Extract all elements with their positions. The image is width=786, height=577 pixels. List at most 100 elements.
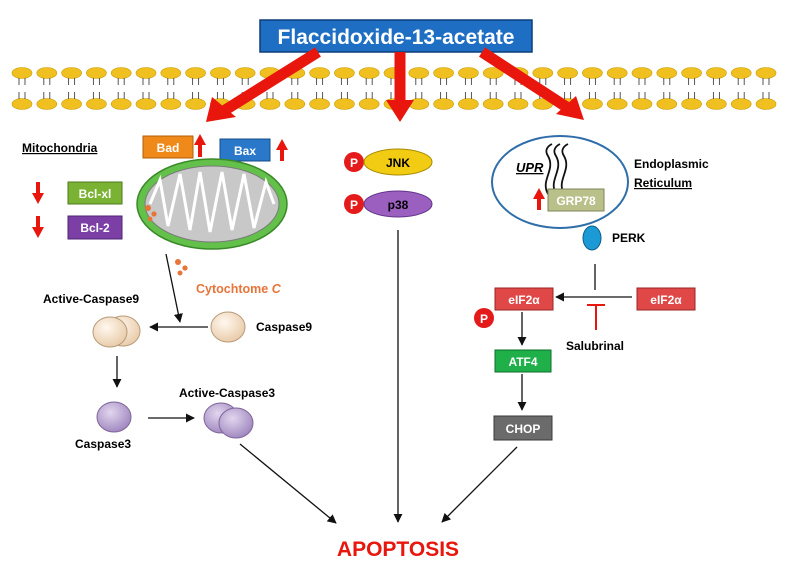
caspase3-to-apoptosis-arrow	[239, 443, 337, 524]
down-arrow-icon	[32, 182, 44, 204]
lipid-head	[681, 67, 702, 79]
lipid-head	[730, 98, 752, 110]
lipid-head	[358, 98, 380, 110]
drug-title-box: Flaccidoxide-13-acetate	[259, 19, 533, 53]
caspase3-icon	[96, 401, 132, 433]
lipid-head	[730, 67, 752, 79]
svg-text:P: P	[350, 156, 358, 170]
atf4-label: ATF4	[508, 355, 537, 369]
lipid-head	[482, 98, 504, 110]
lipid-head	[433, 98, 454, 110]
lipid-head	[458, 67, 479, 79]
lipid-head	[706, 98, 727, 110]
lipid-head	[532, 67, 554, 79]
lipid-head	[11, 98, 33, 110]
phospho-p38: P p38	[344, 190, 433, 218]
er-label-line2: Reticulum	[634, 176, 692, 190]
phospho-eif2a-label: eIF2α	[508, 293, 540, 307]
bad-box: Bad	[142, 135, 194, 159]
endoplasmic-reticulum	[491, 135, 629, 229]
lipid-head	[631, 67, 653, 79]
eif2a-label: eIF2α	[650, 293, 682, 307]
phospho-icon	[344, 194, 364, 214]
lipid-head	[135, 98, 157, 110]
lipid-head	[582, 67, 603, 79]
lipid-head	[36, 98, 58, 110]
upr-label: UPR	[516, 160, 544, 175]
lipid-head	[755, 98, 777, 110]
lipid-head	[656, 67, 678, 79]
lipid-head	[606, 98, 628, 110]
phospho-icon: P	[474, 308, 494, 328]
lipid-head	[507, 98, 529, 110]
active-caspase3-icon	[203, 402, 254, 439]
apoptosis-label: APOPTOSIS	[337, 538, 459, 561]
lipid-head	[606, 67, 628, 79]
mitochondrion	[136, 158, 288, 250]
bcl-xl-label: Bcl-xl	[79, 187, 112, 201]
cell-membrane	[11, 67, 777, 110]
lipid-head	[86, 98, 107, 110]
lipid-head	[185, 67, 206, 79]
up-arrow-icon	[276, 139, 288, 161]
lipid-head	[433, 67, 454, 79]
arrow-to-mapk	[386, 100, 414, 122]
lipid-head	[110, 98, 132, 110]
lipid-head	[160, 67, 182, 79]
bax-box: Bax	[219, 138, 271, 162]
arrow-to-er	[556, 96, 584, 120]
bad-label: Bad	[157, 141, 180, 155]
lipid-head	[408, 67, 430, 79]
perk-receptor	[582, 225, 602, 251]
lipid-head	[334, 67, 355, 79]
lipid-head	[482, 67, 504, 79]
lipid-head	[309, 67, 330, 79]
salubrinal-inhibition-icon	[587, 304, 605, 330]
salubrinal-label: Salubrinal	[566, 339, 624, 353]
lipid-head	[61, 67, 82, 79]
lipid-head	[110, 67, 132, 79]
mito-to-caspase-arrow	[165, 253, 183, 323]
phospho-icon	[344, 152, 364, 172]
lipid-head	[135, 67, 157, 79]
active-caspase3-label: Active-Caspase3	[179, 386, 275, 400]
bcl-2-box: Bcl-2	[67, 215, 123, 240]
lipid-head	[582, 98, 603, 110]
lipid-head	[61, 98, 82, 110]
bcl-xl-box: Bcl-xl	[67, 181, 123, 205]
active-caspase9-icon	[92, 315, 141, 348]
bcl-2-label: Bcl-2	[80, 221, 110, 235]
lipid-head	[36, 67, 58, 79]
upr-squiggle-icon	[544, 143, 569, 195]
svg-text:P: P	[350, 198, 358, 212]
chop-box: CHOP	[493, 415, 553, 441]
grp78-label: GRP78	[556, 194, 596, 208]
active-caspase9-label: Active-Caspase9	[43, 292, 139, 306]
mitochondria-label: Mitochondria	[22, 141, 98, 155]
drug-title: Flaccidoxide-13-acetate	[278, 26, 515, 49]
up-arrow-icon	[194, 134, 206, 157]
caspase3-label: Caspase3	[75, 437, 131, 451]
er-label-line1: Endoplasmic	[634, 157, 709, 171]
p38-label: p38	[388, 198, 409, 212]
lipid-head	[185, 98, 206, 110]
cytochrome-c-label: Cytochtome C	[196, 282, 282, 296]
lipid-head	[681, 98, 702, 110]
lipid-head	[210, 67, 231, 79]
svg-text:P: P	[480, 312, 488, 326]
lipid-head	[358, 67, 380, 79]
lipid-head	[631, 98, 653, 110]
lipid-head	[755, 67, 777, 79]
lipid-head	[284, 98, 306, 110]
down-arrow-icon	[32, 216, 44, 238]
chop-to-apoptosis-arrow	[441, 446, 518, 523]
caspase9-label: Caspase9	[256, 320, 312, 334]
lipid-head	[656, 98, 678, 110]
chop-label: CHOP	[506, 422, 541, 436]
arrow-to-mitochondria	[206, 97, 236, 122]
lipid-head	[11, 67, 33, 79]
lipid-head	[259, 98, 281, 110]
lipid-head	[458, 98, 479, 110]
drug-action-arrows	[206, 47, 584, 122]
